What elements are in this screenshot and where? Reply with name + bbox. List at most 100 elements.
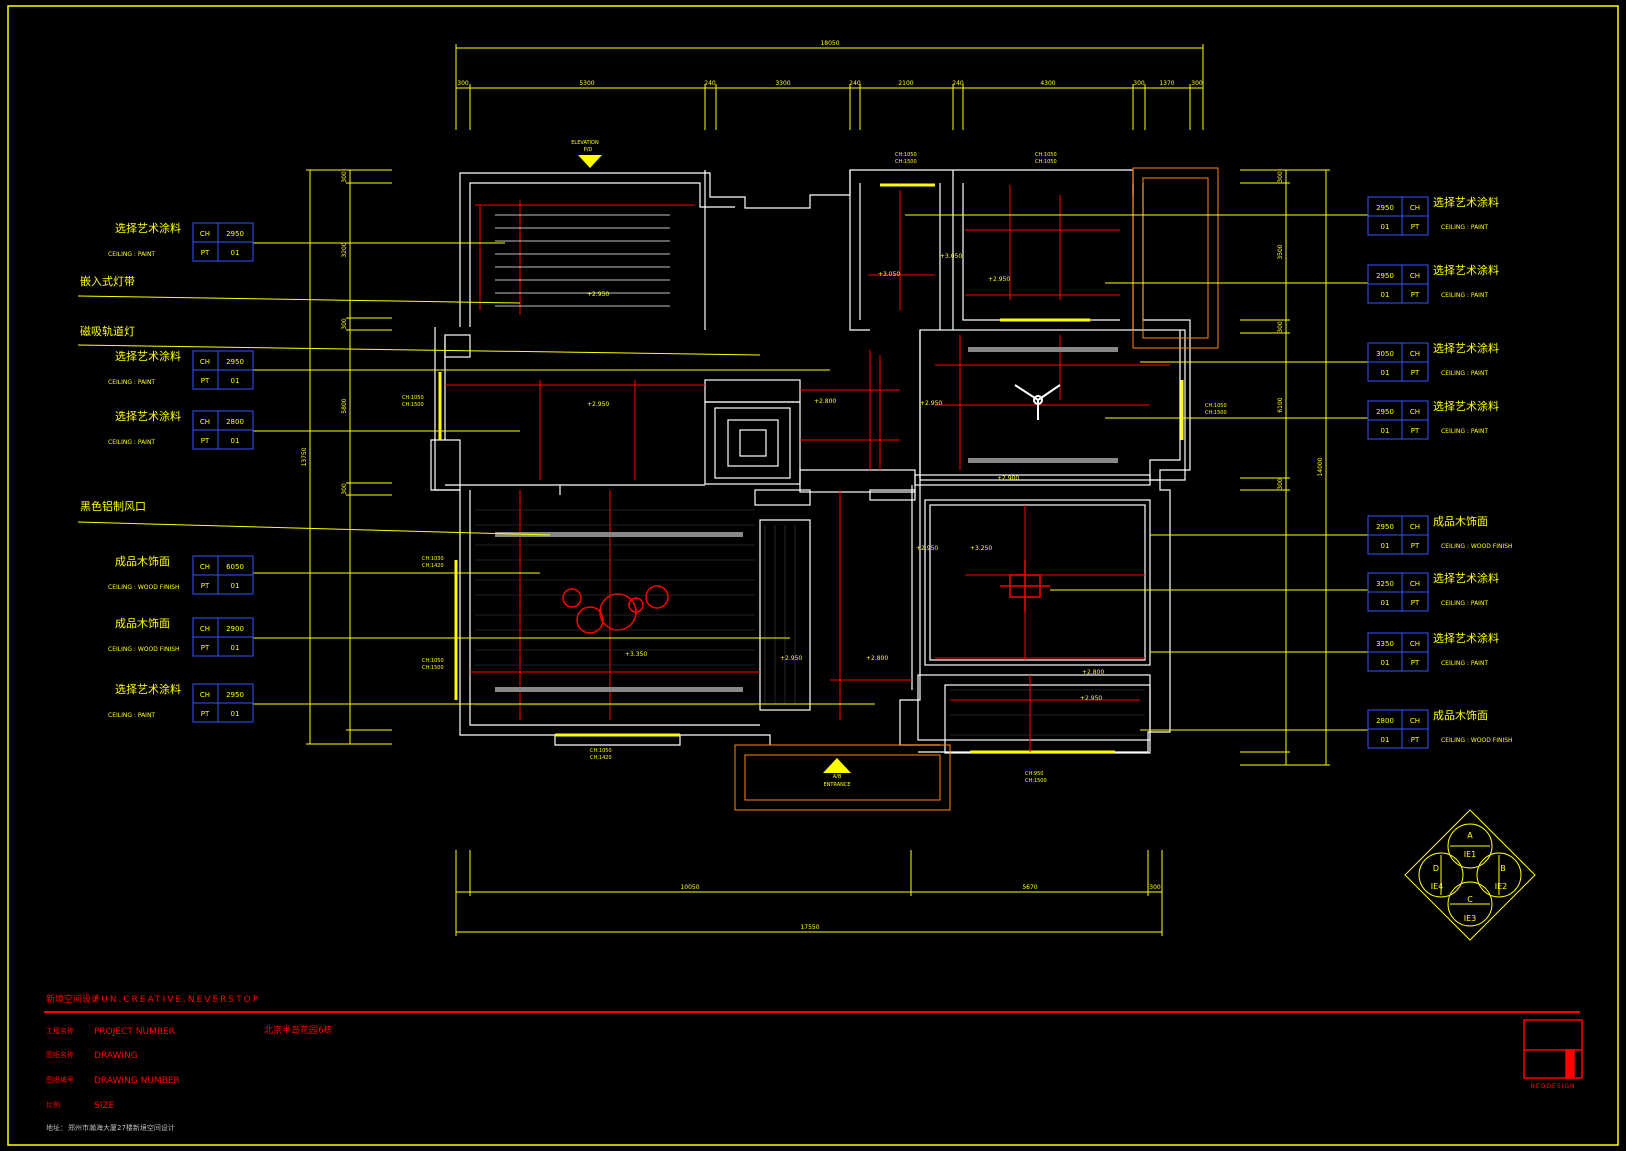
room-ch: CH:1050 bbox=[1035, 152, 1057, 158]
note-sub: CEILING : PAINT bbox=[108, 379, 155, 386]
elev-mark: +2.900 bbox=[997, 475, 1019, 482]
top-dim: 4300 bbox=[1040, 80, 1055, 87]
tag-pt: PT bbox=[201, 437, 210, 445]
top-total-dim: 18050 bbox=[820, 40, 839, 47]
note-title: 成品木饰面 bbox=[1433, 514, 1488, 528]
room-ch: CH:1050 bbox=[402, 395, 424, 401]
note-sub: CEILING : PAINT bbox=[1441, 660, 1488, 667]
note-sub: CEILING : PAINT bbox=[108, 251, 155, 258]
tag-ch-value: 2950 bbox=[1376, 408, 1394, 416]
tag-ch-value: 2950 bbox=[1376, 204, 1394, 212]
room-ch: CH:1030 bbox=[422, 556, 444, 562]
neodesign-logo bbox=[1523, 1019, 1583, 1079]
number-value: DRAWING NUMBER bbox=[94, 1076, 180, 1086]
tag-ch: CH bbox=[200, 418, 210, 426]
tag-ch: CH bbox=[1410, 204, 1420, 212]
note-title: 选择艺术涂料 bbox=[115, 221, 181, 235]
tag-ch-value: 3050 bbox=[1376, 350, 1394, 358]
tag-ch-value: 2950 bbox=[226, 358, 244, 366]
tag-pt-value: 01 bbox=[1381, 599, 1390, 607]
tag-pt-value: 01 bbox=[231, 377, 240, 385]
bottom-total-dim: 17550 bbox=[800, 924, 819, 931]
tag-ch: CH bbox=[200, 358, 210, 366]
note-sub: CEILING : WOOD FINISH bbox=[108, 646, 180, 653]
tag-pt: PT bbox=[1411, 427, 1420, 435]
compass-e4: IE4 bbox=[1431, 882, 1444, 891]
tag-ch: CH bbox=[1410, 408, 1420, 416]
project-value: PROJECT NUMBER bbox=[94, 1027, 175, 1037]
tag-ch: CH bbox=[1410, 272, 1420, 280]
note-sub: CEILING : WOOD FINISH bbox=[1441, 737, 1513, 744]
tag-ch: CH bbox=[1410, 640, 1420, 648]
bottom-dim: 5670 bbox=[1022, 884, 1037, 891]
tag-pt-value: 01 bbox=[1381, 291, 1390, 299]
room-ch: CH:1500 bbox=[895, 159, 917, 165]
tag-pt-value: 01 bbox=[1381, 542, 1390, 550]
room-ch: CH:1500 bbox=[1205, 410, 1227, 416]
drawing-value: DRAWING bbox=[94, 1051, 138, 1061]
elevation-arrow-sub: P/D bbox=[584, 147, 593, 153]
entrance-balcony bbox=[734, 167, 1219, 811]
right-dim: 300 bbox=[1277, 478, 1284, 490]
note-title: 成品木饰面 bbox=[115, 554, 170, 568]
room-ch: CH:1050 bbox=[1035, 159, 1057, 165]
tag-ch: CH bbox=[200, 625, 210, 633]
elev-mark: +2.800 bbox=[1082, 669, 1104, 676]
elev-mark: +3.050 bbox=[940, 253, 962, 260]
top-dim: 3300 bbox=[775, 80, 790, 87]
elev-mark: +2.950 bbox=[916, 545, 938, 552]
tag-pt-value: 01 bbox=[1381, 659, 1390, 667]
elevation-arrow-label: ELEVATION bbox=[571, 140, 599, 146]
note-sub: CEILING : PAINT bbox=[108, 712, 155, 719]
room-ch: CH:1420 bbox=[422, 563, 444, 569]
tag-pt-value: 01 bbox=[231, 644, 240, 652]
note-title: 选择艺术涂料 bbox=[115, 682, 181, 696]
tag-pt-value: 01 bbox=[231, 249, 240, 257]
tag-ch-value: 2800 bbox=[1376, 717, 1394, 725]
tag-pt: PT bbox=[1411, 599, 1420, 607]
compass-b: B bbox=[1500, 864, 1506, 873]
tag-pt: PT bbox=[1411, 223, 1420, 231]
ceiling-fan bbox=[1014, 384, 1061, 420]
room-ch: CH:1050 bbox=[590, 748, 612, 754]
stripes bbox=[495, 214, 670, 307]
tag-pt-value: 01 bbox=[231, 710, 240, 718]
tag-pt: PT bbox=[201, 710, 210, 718]
note-title: 选择艺术涂料 bbox=[1433, 631, 1499, 645]
walls bbox=[430, 169, 1191, 754]
tag-ch-value: 3350 bbox=[1376, 640, 1394, 648]
compass-e1: IE1 bbox=[1464, 850, 1477, 859]
top-dim: 300 bbox=[457, 80, 469, 87]
tag-pt-value: 01 bbox=[231, 437, 240, 445]
right-total-dim: 14000 bbox=[1317, 457, 1324, 476]
elev-mark: +2.950 bbox=[1080, 695, 1102, 702]
tag-ch-value: 2800 bbox=[226, 418, 244, 426]
elev-mark: +2.950 bbox=[587, 401, 609, 408]
company-slogan: FUN.CREATIVE.NEVERSTOP bbox=[94, 995, 260, 1005]
center-fixture bbox=[1000, 560, 1050, 612]
room-ch: CH:1500 bbox=[422, 665, 444, 671]
entrance-label: A/B bbox=[833, 774, 842, 780]
note-title: 选择艺术涂料 bbox=[1433, 195, 1499, 209]
logo-text: NEODESIGN bbox=[1530, 1083, 1575, 1090]
tag-pt: PT bbox=[1411, 542, 1420, 550]
elev-mark: +2.950 bbox=[920, 400, 942, 407]
elev-mark: +2.800 bbox=[866, 655, 888, 662]
tag-ch: CH bbox=[200, 691, 210, 699]
tag-ch: CH bbox=[1410, 350, 1420, 358]
left-dim: 3200 bbox=[341, 242, 348, 257]
right-dim: 6100 bbox=[1277, 397, 1284, 412]
compass-c: C bbox=[1467, 895, 1473, 904]
top-dimension-chain bbox=[455, 44, 1204, 130]
tag-ch-value: 2950 bbox=[226, 230, 244, 238]
compass-a: A bbox=[1467, 831, 1473, 840]
note-title: 磁吸轨道灯 bbox=[80, 324, 135, 338]
